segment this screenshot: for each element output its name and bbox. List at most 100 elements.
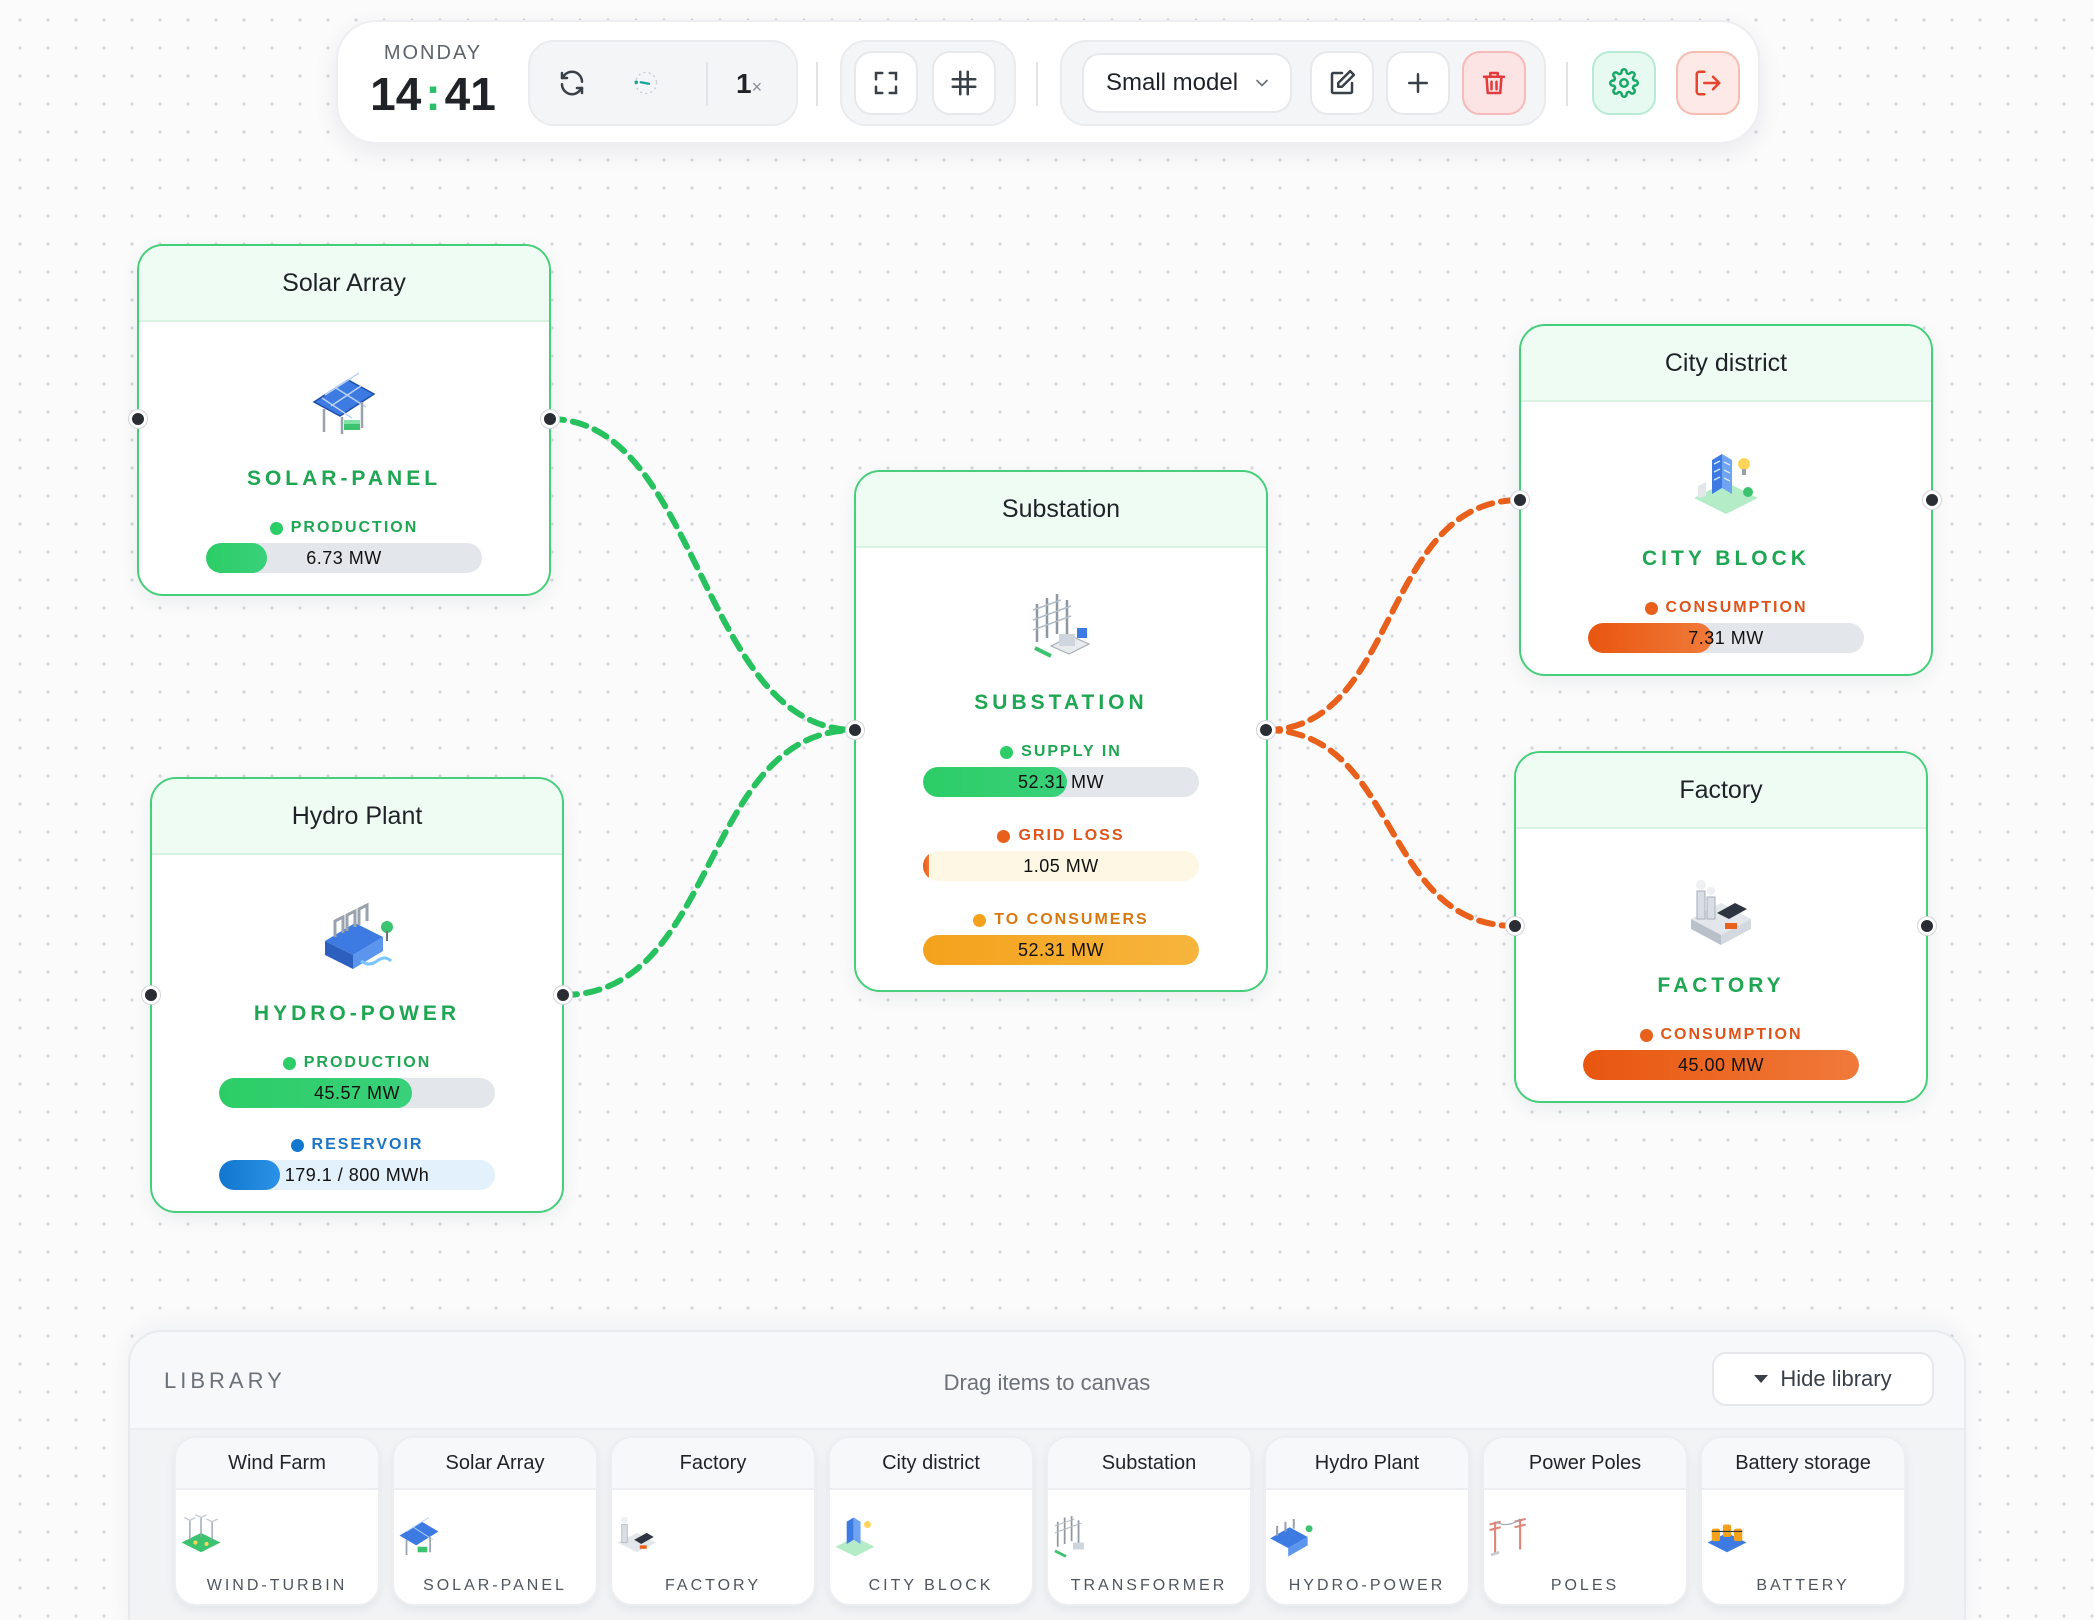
port-city-out[interactable] (1923, 491, 1941, 509)
node-hydro-plant[interactable]: Hydro Plant HYDRO-POWER PRODUCTION 45.57… (150, 777, 564, 1213)
metric-label-text: SUPPLY IN (1021, 743, 1122, 760)
node-body: SOLAR-PANEL PRODUCTION 6.73 MW (139, 322, 549, 573)
metric-label-text: PRODUCTION (303, 1054, 432, 1071)
port-substation-in[interactable] (846, 721, 864, 739)
library-item-name: City district (830, 1438, 1032, 1490)
metric-label: RESERVOIR (219, 1136, 495, 1154)
bar-value: 52.31 MW (1017, 771, 1105, 792)
status-dot (1644, 601, 1658, 615)
node-title: Factory (1516, 753, 1926, 829)
consumption-bar: 45.00 MW (1583, 1050, 1859, 1080)
settings-button[interactable] (1592, 51, 1656, 115)
library-item-name: Battery storage (1702, 1438, 1904, 1490)
node-body: FACTORY CONSUMPTION 45.00 MW (1516, 829, 1926, 1080)
library-item-kind: FACTORY (665, 1577, 761, 1594)
plus-icon (1408, 73, 1428, 93)
node-body: HYDRO-POWER PRODUCTION 45.57 MW RESERVOI… (152, 855, 562, 1190)
trash-icon (1482, 71, 1506, 95)
hide-library-button[interactable]: Hide library (1712, 1352, 1934, 1406)
grid-toggle-button[interactable] (932, 51, 996, 115)
power-poles-icon (1489, 1517, 1526, 1557)
speed-dial-icon (634, 71, 658, 95)
model-controls: Small model (1060, 40, 1546, 126)
consumption-bar: 7.31 MW (1588, 623, 1864, 653)
port-substation-out[interactable] (1257, 721, 1275, 739)
transformer-icon (1054, 1516, 1085, 1558)
metric-label-text: RESERVOIR (311, 1136, 424, 1153)
bar-fill (206, 543, 267, 573)
delete-model-button[interactable] (1462, 51, 1526, 115)
supply-in-bar: 52.31 MW (923, 767, 1199, 797)
node-kind: CITY BLOCK (1642, 547, 1810, 570)
port-hydro-out[interactable] (554, 986, 572, 1004)
node-title: Solar Array (139, 246, 549, 322)
port-solar-in[interactable] (129, 410, 147, 428)
port-factory-in[interactable] (1506, 917, 1524, 935)
wire-hydro-substation[interactable] (560, 727, 858, 998)
node-factory[interactable]: Factory FACTORY CONSUMPTION 45.00 MW (1514, 751, 1928, 1103)
library-item-name: Power Poles (1484, 1438, 1686, 1490)
model-select[interactable]: Small model (1082, 53, 1292, 113)
node-city-district[interactable]: City district CITY BLOCK CONSUMPTION 7.3… (1519, 324, 1933, 676)
library-item-name: Substation (1048, 1438, 1250, 1490)
metric-consumption: CONSUMPTION 7.31 MW (1588, 599, 1864, 653)
edit-model-button[interactable] (1310, 51, 1374, 115)
port-hydro-in[interactable] (142, 986, 160, 1004)
library-item-name: Hydro Plant (1266, 1438, 1468, 1490)
wire-solar-substation[interactable] (547, 416, 858, 733)
add-model-button[interactable] (1386, 51, 1450, 115)
node-kind: FACTORY (1657, 974, 1785, 997)
reset-button[interactable] (540, 51, 604, 115)
metric-label: TO CONSUMERS (923, 911, 1199, 929)
logout-icon (1695, 70, 1721, 96)
port-solar-out[interactable] (541, 410, 559, 428)
metric-to-consumers: TO CONSUMERS 52.31 MW (923, 911, 1199, 965)
library-item-kind: HYDRO-POWER (1288, 1577, 1446, 1594)
fullscreen-button[interactable] (854, 51, 918, 115)
library-item-kind: TRANSFORMER (1070, 1577, 1228, 1594)
clock-minute: 41 (444, 68, 496, 120)
wire-substation-city[interactable] (1263, 497, 1523, 733)
library-item-kind: SOLAR-PANEL (423, 1577, 567, 1594)
metric-grid-loss: GRID LOSS 1.05 MW (923, 827, 1199, 881)
bar-value: 7.31 MW (1688, 627, 1764, 648)
speed-multiplier[interactable]: 1× (736, 68, 762, 100)
fullscreen-icon (874, 71, 898, 95)
bar-value: 45.57 MW (313, 1082, 401, 1103)
hydro-power-icon (325, 902, 393, 969)
metric-label-text: PRODUCTION (290, 519, 419, 536)
city-block-icon (1694, 454, 1758, 514)
metric-label: CONSUMPTION (1583, 1026, 1859, 1044)
clock-time: 14:41 (368, 67, 498, 121)
caret-down-icon (1754, 1375, 1769, 1383)
simulation-controls: 1× (528, 40, 798, 126)
bar-fill (923, 935, 1199, 965)
bar-fill (1583, 1050, 1859, 1080)
port-factory-out[interactable] (1918, 917, 1936, 935)
factory-icon (617, 1516, 657, 1553)
speed-dial[interactable] (614, 51, 678, 115)
logout-button[interactable] (1676, 51, 1740, 115)
node-solar-array[interactable]: Solar Array SOLAR-PANEL PRODUCTION 6.73 … (137, 244, 551, 596)
wind-turbine-icon (181, 1514, 221, 1553)
node-body: CITY BLOCK CONSUMPTION 7.31 MW (1521, 402, 1931, 653)
wire-substation-factory[interactable] (1263, 727, 1518, 929)
status-dot (290, 1138, 304, 1152)
node-kind: HYDRO-POWER (253, 1002, 461, 1025)
status-dot (1639, 1028, 1653, 1042)
speed-unit: × (751, 77, 763, 97)
separator (1566, 62, 1568, 106)
node-substation[interactable]: Substation SUBSTATION SUPPLY IN 52.31 MW… (854, 470, 1268, 992)
separator (706, 62, 708, 106)
library-title: LIBRARY (164, 1368, 286, 1393)
port-city-in[interactable] (1511, 491, 1529, 509)
node-kind: SUBSTATION (974, 691, 1148, 714)
